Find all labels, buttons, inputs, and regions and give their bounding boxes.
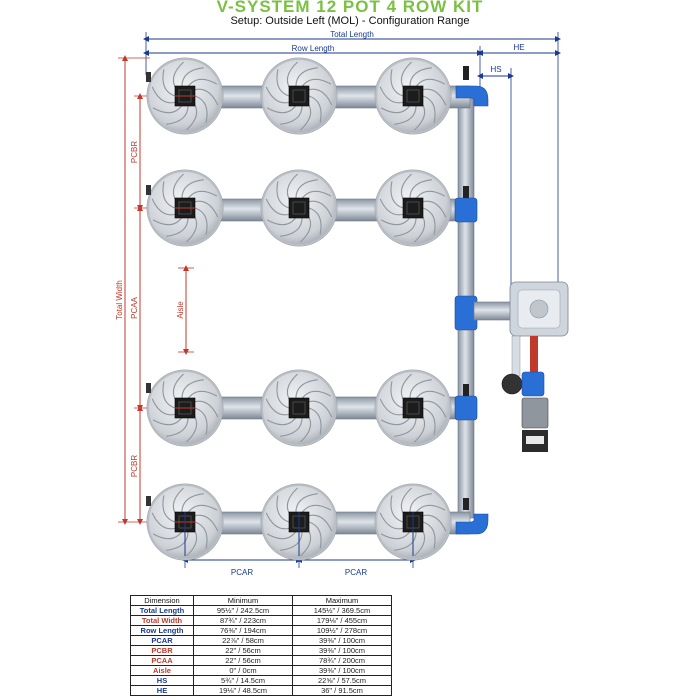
pot [260,57,338,135]
pot-netcup-icon [402,197,424,219]
pot-netcup-icon [288,85,310,107]
dim-pcbr-bottom: PCBR [130,405,143,525]
pot [146,169,224,247]
table-cell-dimension: PCAR [130,635,194,646]
dim-hs: HS [477,65,514,290]
brain-pipe-left [511,335,521,377]
label-pcar-right: PCAR [345,568,367,577]
tee-row-3 [454,395,478,421]
elbow-top [455,85,489,107]
table-cell-maximum: 36" / 91.5cm [292,685,392,696]
table-header-maximum: Maximum [292,595,392,606]
pot-netcup-icon [402,397,424,419]
pot [374,369,452,447]
end-caps [146,66,469,510]
table-cell-dimension: PCBR [130,645,194,656]
pot [260,483,338,561]
dim-he: HE [477,43,561,56]
table-header-dimension: Dimension [130,595,194,606]
table-cell-minimum: 0" / 0cm [193,665,293,676]
table-cell-maximum: 78¾" / 200cm [292,655,392,666]
pot-netcup-icon [402,85,424,107]
table-cell-maximum: 145½" / 369.5cm [292,605,392,616]
dim-total-length: Total Length [143,30,561,300]
table-cell-dimension: HE [130,685,194,696]
table-cell-maximum: 39⅜" / 100cm [292,665,392,676]
table-cell-dimension: Aisle [130,665,194,676]
dim-aisle: Aisle [176,265,194,355]
table-cell-minimum: 95½" / 242.5cm [193,605,293,616]
label-he: HE [513,43,524,52]
pot [146,483,224,561]
table-cell-minimum: 87¾" / 223cm [193,615,293,626]
diagram-subtitle: Setup: Outside Left (MOL) - Configuratio… [230,15,470,27]
label-total-length: Total Length [330,30,374,39]
table-cell-maximum: 39⅜" / 100cm [292,635,392,646]
table-cell-maximum: 109½" / 278cm [292,625,392,636]
label-total-width: Total Width [115,280,124,320]
pot [146,369,224,447]
label-aisle: Aisle [176,301,185,319]
table-header-row: Dimension Minimum Maximum [130,595,392,606]
pot-netcup-icon [288,397,310,419]
pot-grid [146,57,452,561]
table-header-minimum: Minimum [193,595,293,606]
label-row-length: Row Length [292,44,335,53]
table-cell-minimum: 22" / 56cm [193,645,293,656]
table-cell-dimension: Total Length [130,605,194,616]
table-cell-minimum: 19⅛" / 48.5cm [193,685,293,696]
pump-body [521,397,549,429]
blue-fittings [454,85,489,535]
pot [260,169,338,247]
label-hs: HS [490,65,501,74]
dim-total-width: Total Width [115,55,150,525]
pot [260,369,338,447]
table-cell-minimum: 5¾" / 14.5cm [193,675,293,686]
table-cell-dimension: Row Length [130,625,194,636]
tee-row-2 [454,197,478,223]
table-cell-minimum: 76⅜" / 194cm [193,625,293,636]
label-pcar-left: PCAR [231,568,253,577]
brain-unit [473,281,569,452]
pot [374,483,452,561]
table-cell-minimum: 22" / 56cm [193,655,293,666]
pot-netcup-icon [288,197,310,219]
diagram-title: V-SYSTEM 12 POT 4 ROW KIT [216,0,484,16]
pot [146,57,224,135]
valve-icon [501,373,523,395]
table-cell-maximum: 179⅛" / 455cm [292,615,392,626]
pot [374,57,452,135]
pot [374,169,452,247]
brain-connector-pipe [473,301,515,321]
brain-pipe-red [530,336,538,374]
pump-blue [521,371,545,397]
row-pipes [149,85,471,535]
elbow-bottom [455,513,489,535]
table-cell-maximum: 39⅜" / 100cm [292,645,392,656]
table-cell-minimum: 22⅞" / 58cm [193,635,293,646]
table-cell-dimension: PCAA [130,655,194,666]
label-pcaa: PCAA [130,296,139,318]
table-cell-maximum: 22⅝" / 57.5cm [292,675,392,686]
brain-lid-icon [529,299,549,319]
label-pcbr-bottom: PCBR [130,455,139,477]
table-cell-dimension: HS [130,675,194,686]
table-cell-dimension: Total Width [130,615,194,626]
label-pcbr-top: PCBR [130,141,139,163]
